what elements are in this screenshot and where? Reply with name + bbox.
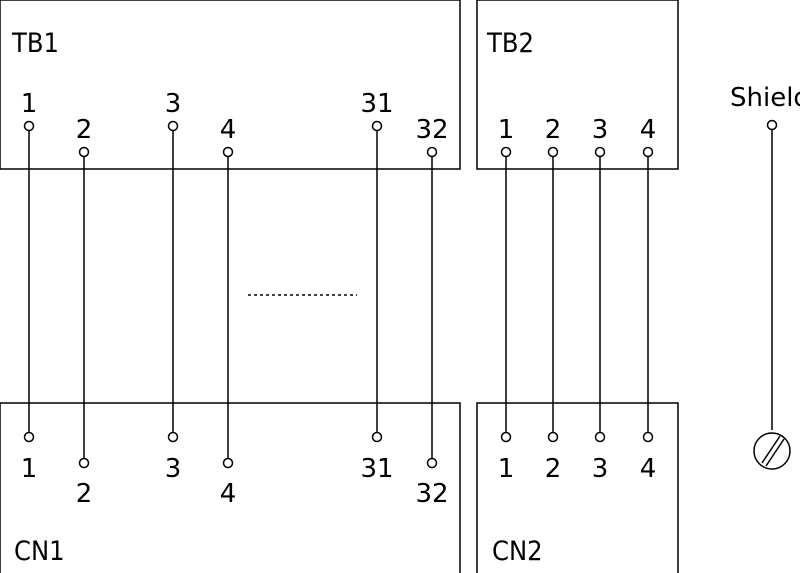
cn2-terminal xyxy=(594,431,606,443)
tb2-label: TB2 xyxy=(486,28,534,59)
ground-screw-icon xyxy=(753,432,791,470)
cn2-block: CN2 xyxy=(476,402,679,573)
tb2-terminals xyxy=(500,146,654,158)
cn1-pin-label: 31 xyxy=(360,454,393,484)
shield-wire: Shield xyxy=(730,83,800,470)
tb1-pin-label: 31 xyxy=(360,89,393,119)
tb2-pin-label: 4 xyxy=(640,115,657,145)
tb1-label: TB1 xyxy=(11,28,59,59)
cn1-pin-labels: 1 2 3 4 31 32 xyxy=(21,454,449,509)
tb1-pin-labels: 1 2 3 4 31 32 xyxy=(21,89,449,145)
tb2-box xyxy=(476,0,679,170)
cn1-terminal xyxy=(371,431,383,443)
tb1-terminal xyxy=(426,146,438,158)
cn2-box xyxy=(476,402,679,573)
cn2-label: CN2 xyxy=(492,536,543,567)
tb1-box xyxy=(0,0,461,170)
cn1-label: CN1 xyxy=(14,536,65,567)
cn1-box xyxy=(0,402,461,573)
cn2-pin-label: 4 xyxy=(640,454,657,484)
cn2-pin-label: 3 xyxy=(592,454,609,484)
cn1-pin-label: 3 xyxy=(165,454,182,484)
cn1-block: CN1 xyxy=(0,402,461,573)
tb1-terminal xyxy=(371,120,383,132)
tb1-pin-label: 2 xyxy=(76,115,93,145)
cn1-pin-label: 2 xyxy=(76,479,93,509)
cn1-terminal xyxy=(167,431,179,443)
cn2-terminal xyxy=(642,431,654,443)
wires-tb1-cn1 xyxy=(28,130,433,459)
cn2-terminal xyxy=(547,431,559,443)
tb2-terminal xyxy=(500,146,512,158)
tb2-terminal xyxy=(642,146,654,158)
tb2-pin-label: 1 xyxy=(498,115,515,145)
cn2-pin-label: 2 xyxy=(545,454,562,484)
cn1-pin-label: 32 xyxy=(415,479,448,509)
tb1-terminal xyxy=(78,146,90,158)
tb2-pin-label: 2 xyxy=(545,115,562,145)
tb1-terminal xyxy=(23,120,35,132)
tb1-pin-label: 32 xyxy=(415,115,448,145)
tb2-pin-labels: 1 2 3 4 xyxy=(498,115,657,145)
cn1-pin-label: 4 xyxy=(220,479,237,509)
tb1-block: TB1 xyxy=(0,0,461,170)
cn1-terminal xyxy=(78,457,90,469)
tb1-terminal xyxy=(167,120,179,132)
cn1-terminals xyxy=(23,431,438,469)
tb2-terminal xyxy=(594,146,606,158)
cn2-terminals xyxy=(500,431,654,443)
cn2-pin-labels: 1 2 3 4 xyxy=(498,454,657,484)
tb1-terminals xyxy=(23,120,438,158)
cn1-terminal xyxy=(23,431,35,443)
shield-label: Shield xyxy=(730,83,800,113)
cn1-terminal xyxy=(222,457,234,469)
cn2-pin-label: 1 xyxy=(498,454,515,484)
tb1-pin-label: 4 xyxy=(220,115,237,145)
cn1-pin-label: 1 xyxy=(21,454,38,484)
tb2-pin-label: 3 xyxy=(592,115,609,145)
tb1-pin-label: 3 xyxy=(165,89,182,119)
cn2-terminal xyxy=(500,431,512,443)
tb1-pin-label: 1 xyxy=(21,89,38,119)
tb2-terminal xyxy=(547,146,559,158)
tb2-block: TB2 xyxy=(476,0,679,170)
wires-tb2-cn2 xyxy=(505,156,649,433)
tb1-terminal xyxy=(222,146,234,158)
shield-terminal xyxy=(766,119,778,131)
cn1-terminal xyxy=(426,457,438,469)
